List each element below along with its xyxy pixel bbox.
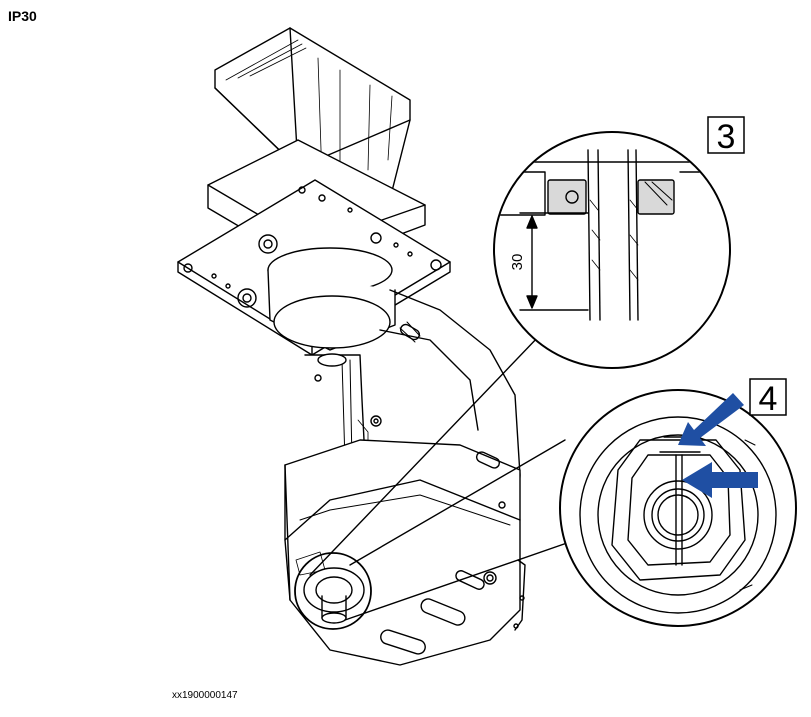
figure-id: xx1900000147 (172, 690, 238, 701)
page-heading: IP30 (8, 8, 37, 24)
detail-4-view (559, 389, 797, 627)
callout-3: 3 (707, 116, 745, 156)
dimension-label: 30 (509, 254, 526, 271)
diagonal-arrow-icon (678, 393, 744, 446)
horizontal-arrow-icon (682, 462, 758, 498)
spline-flange (294, 552, 372, 630)
detail-3-section (493, 131, 731, 369)
callout-3-label: 3 (717, 118, 736, 156)
leader-lines (309, 334, 591, 621)
lower-arm (284, 439, 526, 666)
callout-4-label: 4 (759, 380, 778, 418)
indicator-arrows (678, 393, 758, 498)
callout-4: 4 (749, 378, 787, 418)
